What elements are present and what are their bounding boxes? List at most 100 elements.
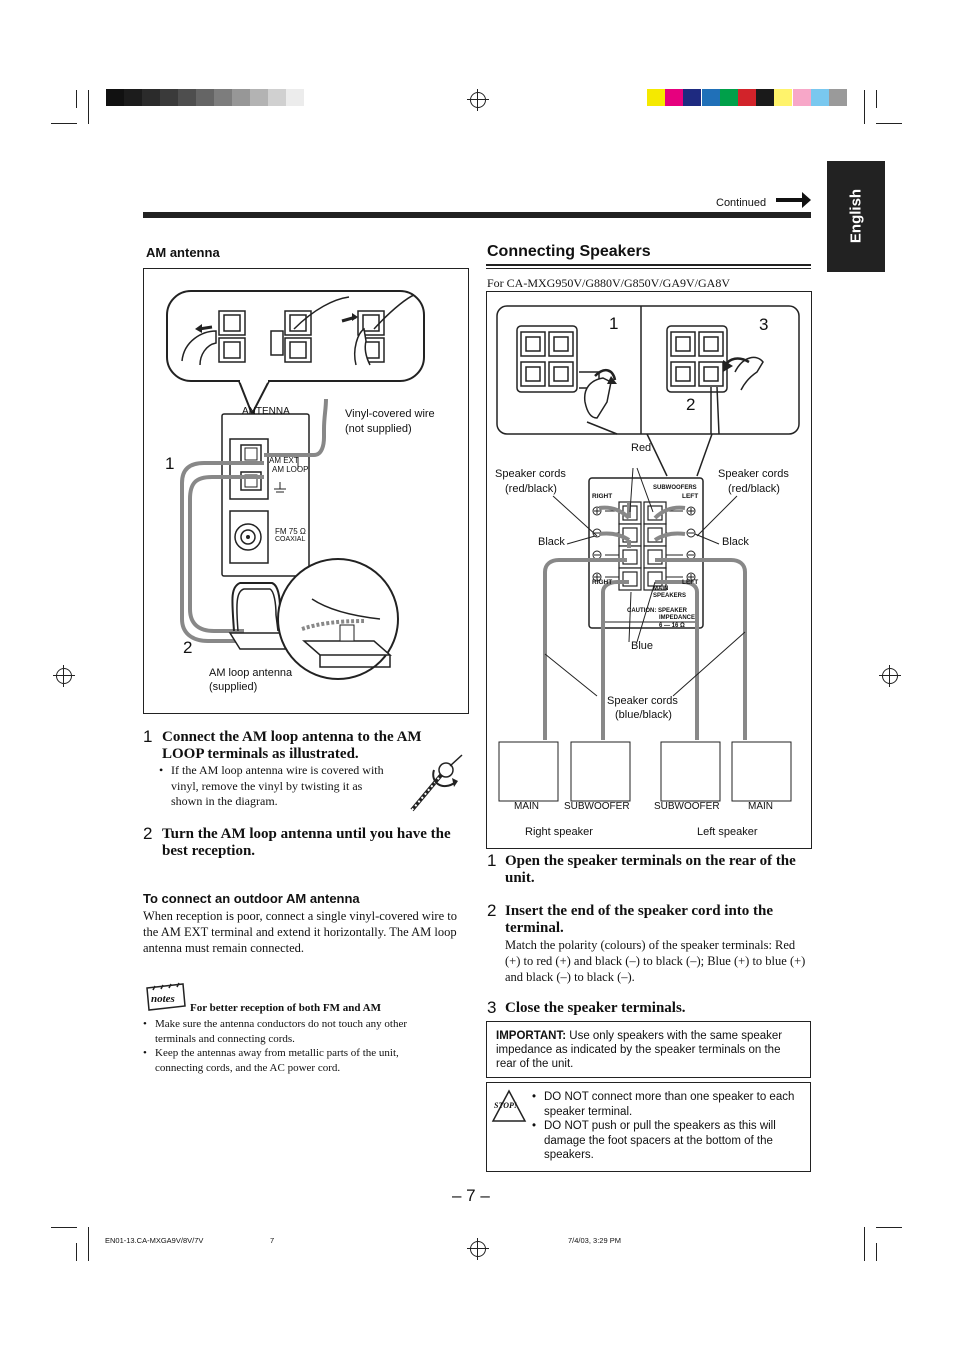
am-callout-1: 1 <box>165 454 175 473</box>
gray-swatch <box>124 89 142 106</box>
color-swatch <box>756 89 775 106</box>
language-tab: English <box>827 161 885 272</box>
color-swatch <box>774 89 793 106</box>
am-step-2-number: 2 <box>143 824 153 843</box>
stop-warning-item: DO NOT connect more than one speaker to … <box>532 1090 797 1119</box>
stop-warning-box: STOP! DO NOT connect more than one speak… <box>486 1082 811 1172</box>
left-subwoofer-label: SUBWOOFER <box>654 801 720 812</box>
stop-icon-label: STOP! <box>494 1101 517 1110</box>
color-swatch <box>738 89 756 106</box>
speaker-cords-left-label: Speaker cords <box>495 468 566 480</box>
blue-cords-label: Speaker cords <box>607 695 678 707</box>
color-swatch <box>829 89 847 106</box>
step-callout-2: 2 <box>686 395 696 414</box>
speaker-diagram <box>496 305 800 802</box>
speaker-figure: 1 3 2 Red Speaker cords (red/black) Spea… <box>486 291 812 849</box>
notes-icon <box>146 982 186 1011</box>
am-ext-label: AM EXT <box>269 456 299 465</box>
terminal-right-label-2: RIGHT <box>592 579 613 586</box>
gray-swatch <box>106 89 124 106</box>
black-right-label: Black <box>722 536 749 548</box>
stop-warning-item: DO NOT push or pull the speakers as this… <box>532 1119 797 1163</box>
color-swatch <box>683 89 702 106</box>
speaker-cords-left-sub: (red/black) <box>505 483 557 495</box>
color-swatch <box>792 89 811 106</box>
am-antenna-heading: AM antenna <box>146 245 220 260</box>
spk-step-2-text: Match the polarity (colours) of the spea… <box>505 938 806 984</box>
am-step-1-bullets: If the AM loop antenna wire is covered w… <box>159 763 394 810</box>
title-rule <box>486 264 811 266</box>
connecting-speakers-title: Connecting Speakers <box>487 243 651 260</box>
fm-coaxial-label: COAXIAL <box>275 536 306 543</box>
registration-mark-right <box>879 665 901 687</box>
color-swatch <box>810 89 829 106</box>
spk-step-2-title: Insert the end of the speaker cord into … <box>505 903 774 936</box>
terminal-left-label-2: LEFT <box>682 579 699 586</box>
notes-item: Make sure the antenna conductors do not … <box>143 1017 443 1046</box>
am-antenna-diagram <box>166 290 425 680</box>
caution-line-1: CAUTION: SPEAKER <box>627 608 688 614</box>
terminal-speakers-label: SPEAKERS <box>653 593 687 599</box>
footer-filename: EN01-13.CA-MXGA9V/8V/7V <box>105 1236 204 1245</box>
am-step-1-title: Connect the AM loop antenna to the AM LO… <box>162 729 422 762</box>
left-main-label: MAIN <box>748 801 773 812</box>
important-label: IMPORTANT: <box>496 1030 567 1042</box>
page-number: – 7 – <box>452 1186 490 1205</box>
stop-warning-list: DO NOT connect more than one speaker to … <box>532 1090 797 1163</box>
terminal-subwoofers-label: SUBWOOFERS <box>653 485 697 491</box>
terminal-main-label: MAIN <box>653 586 669 592</box>
gray-swatch <box>250 89 268 106</box>
right-main-label: MAIN <box>514 801 539 812</box>
color-swatch <box>701 89 720 106</box>
gray-swatch <box>196 89 214 106</box>
am-callout-2: 2 <box>183 638 193 657</box>
important-box: IMPORTANT: Use only speakers with the sa… <box>486 1021 811 1078</box>
speaker-cords-right-sub: (red/black) <box>728 483 780 495</box>
notes-item: Keep the antennas away from metallic par… <box>143 1046 443 1075</box>
spk-step-1-number: 1 <box>487 851 497 870</box>
right-speaker-label: Right speaker <box>525 826 593 838</box>
gray-swatch <box>232 89 250 106</box>
am-step-1-bullet: If the AM loop antenna wire is covered w… <box>159 763 394 810</box>
gray-swatch <box>142 89 160 106</box>
color-swatch <box>647 89 665 106</box>
footer-page: 7 <box>270 1236 275 1245</box>
spk-step-2-number: 2 <box>487 901 497 920</box>
step-callout-3: 3 <box>759 315 769 334</box>
black-left-label: Black <box>538 536 565 548</box>
notes-heading: For better reception of both FM and AM <box>190 1002 381 1014</box>
speaker-cords-right-label: Speaker cords <box>718 468 789 480</box>
red-label: Red <box>631 442 652 454</box>
outdoor-antenna-text: When reception is poor, connect a single… <box>143 909 457 955</box>
fm-75-label: FM 75 Ω <box>275 527 306 536</box>
caution-line-3: 6 — 16 Ω <box>659 623 685 629</box>
wire-twist-icon <box>410 754 463 812</box>
left-speaker-label: Left speaker <box>697 826 758 838</box>
registration-mark-left <box>53 665 75 687</box>
vinyl-wire-note: (not supplied) <box>345 423 412 435</box>
terminal-left-label: LEFT <box>682 493 699 500</box>
spk-step-3-number: 3 <box>487 998 497 1017</box>
antenna-terminal-label: ANTENNA <box>242 406 290 417</box>
am-antenna-figure: ANTENNA AM EXT AM LOOP FM 75 Ω COAXIAL V… <box>143 268 469 714</box>
header-rule <box>143 212 811 218</box>
important-body: Use only speakers with the same speaker … <box>496 1030 783 1070</box>
stop-hand-icon <box>491 1089 527 1122</box>
step-callout-1: 1 <box>609 314 619 333</box>
footer-date: 7/4/03, 3:29 PM <box>568 1236 621 1245</box>
blue-cords-sub: (blue/black) <box>615 709 672 721</box>
gray-swatch <box>178 89 196 106</box>
am-step-1-number: 1 <box>143 727 153 746</box>
continued-arrow-icon <box>776 192 811 208</box>
gray-swatch <box>268 89 286 106</box>
vinyl-wire-label: Vinyl-covered wire <box>345 408 435 420</box>
notes-icon-label: notes <box>151 993 175 1005</box>
gray-swatch <box>160 89 178 106</box>
notes-list: Make sure the antenna conductors do not … <box>143 1017 443 1075</box>
right-subwoofer-label: SUBWOOFER <box>564 801 630 812</box>
language-tab-label: English <box>847 188 865 244</box>
gray-swatch <box>286 89 304 106</box>
model-line: For CA-MXG950V/G880V/G850V/GA9V/GA8V <box>487 276 730 290</box>
caution-line-2: IMPEDANCE <box>659 615 696 621</box>
am-loop-label: AM LOOP <box>272 465 309 474</box>
